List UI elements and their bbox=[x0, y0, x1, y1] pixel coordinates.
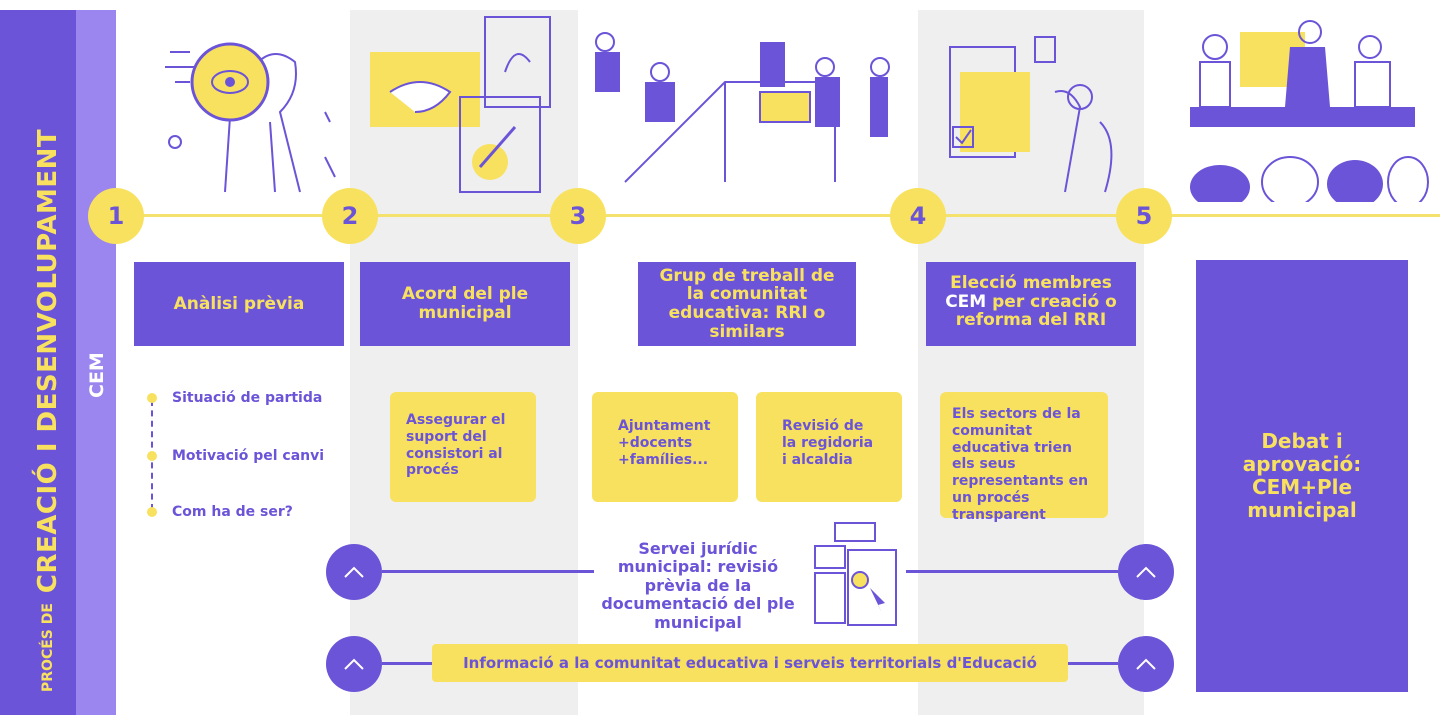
bullet-dot-3 bbox=[147, 507, 157, 517]
sidebar-subtitle: CEM bbox=[86, 352, 108, 398]
expand-button-info-right[interactable] bbox=[1118, 636, 1174, 692]
step-title-4: Elecció membres CEM per creació o reform… bbox=[926, 262, 1136, 346]
step-number-5: 5 bbox=[1116, 188, 1172, 244]
sidebar-prefix: PROCÉS DE bbox=[40, 603, 56, 692]
step-title-4-part1: Elecció membres bbox=[950, 273, 1112, 293]
legal-docs-illustration bbox=[814, 522, 897, 626]
note-step3-ajuntament: Ajuntament +docents +famílies... bbox=[592, 392, 738, 502]
step-title-4-highlight: CEM bbox=[945, 291, 987, 312]
note-step2: Assegurar el suport del consistori al pr… bbox=[390, 392, 536, 502]
legal-service-label: Servei jurídic municipal: revisió prèvia… bbox=[601, 539, 795, 632]
handshake-illustration bbox=[370, 16, 551, 193]
legal-line-left bbox=[382, 570, 594, 573]
sidebar-title: CREACIÓ I DESENVOLUPAMENT bbox=[33, 128, 63, 594]
sidebar-title-block: PROCÉS DE CREACIÓ I DESENVOLUPAMENT bbox=[28, 129, 68, 692]
step-number-4: 4 bbox=[890, 188, 946, 244]
checklist-illustration bbox=[949, 36, 1113, 193]
step-number-2: 2 bbox=[322, 188, 378, 244]
step-title-3: Grup de treball de la comunitat educativ… bbox=[638, 262, 856, 346]
step-title-1: Anàlisi prèvia bbox=[134, 262, 344, 346]
bullet-dot-2 bbox=[147, 451, 157, 461]
legal-line-right bbox=[906, 570, 1118, 573]
chevron-up-icon bbox=[344, 658, 364, 670]
chevron-up-icon bbox=[1136, 658, 1156, 670]
expand-button-legal-left[interactable] bbox=[326, 544, 382, 600]
team-work-illustration bbox=[595, 32, 890, 183]
timeline-line bbox=[116, 214, 1440, 217]
chevron-up-icon bbox=[344, 566, 364, 578]
sidebar-sub bbox=[76, 10, 116, 715]
bullet-item-1: Situació de partida bbox=[172, 390, 323, 406]
bullet-item-2: Motivació pel canvi bbox=[172, 448, 325, 464]
meeting-illustration bbox=[1190, 20, 1429, 202]
note-step3-revisio: Revisió de la regidoria i alcaldia bbox=[756, 392, 902, 502]
expand-button-legal-right[interactable] bbox=[1118, 544, 1174, 600]
final-approval-box: Debat i aprovació: CEM+Ple municipal bbox=[1196, 260, 1408, 692]
expand-button-info-left[interactable] bbox=[326, 636, 382, 692]
bullet-item-3: Com ha de ser? bbox=[172, 504, 293, 520]
chevron-up-icon bbox=[1136, 566, 1156, 578]
step-number-1: 1 bbox=[88, 188, 144, 244]
bullet-dot-1 bbox=[147, 393, 157, 403]
step-number-3: 3 bbox=[550, 188, 606, 244]
step-title-2: Acord del ple municipal bbox=[360, 262, 570, 346]
magnifier-person-illustration bbox=[165, 42, 336, 193]
step-title-4-part2: per creació o reforma del RRI bbox=[955, 291, 1117, 331]
note-step4: Els sectors de la comunitat educativa tr… bbox=[940, 392, 1108, 523]
sidebar bbox=[0, 10, 76, 715]
info-bar: Informació a la comunitat educativa i se… bbox=[432, 644, 1068, 682]
